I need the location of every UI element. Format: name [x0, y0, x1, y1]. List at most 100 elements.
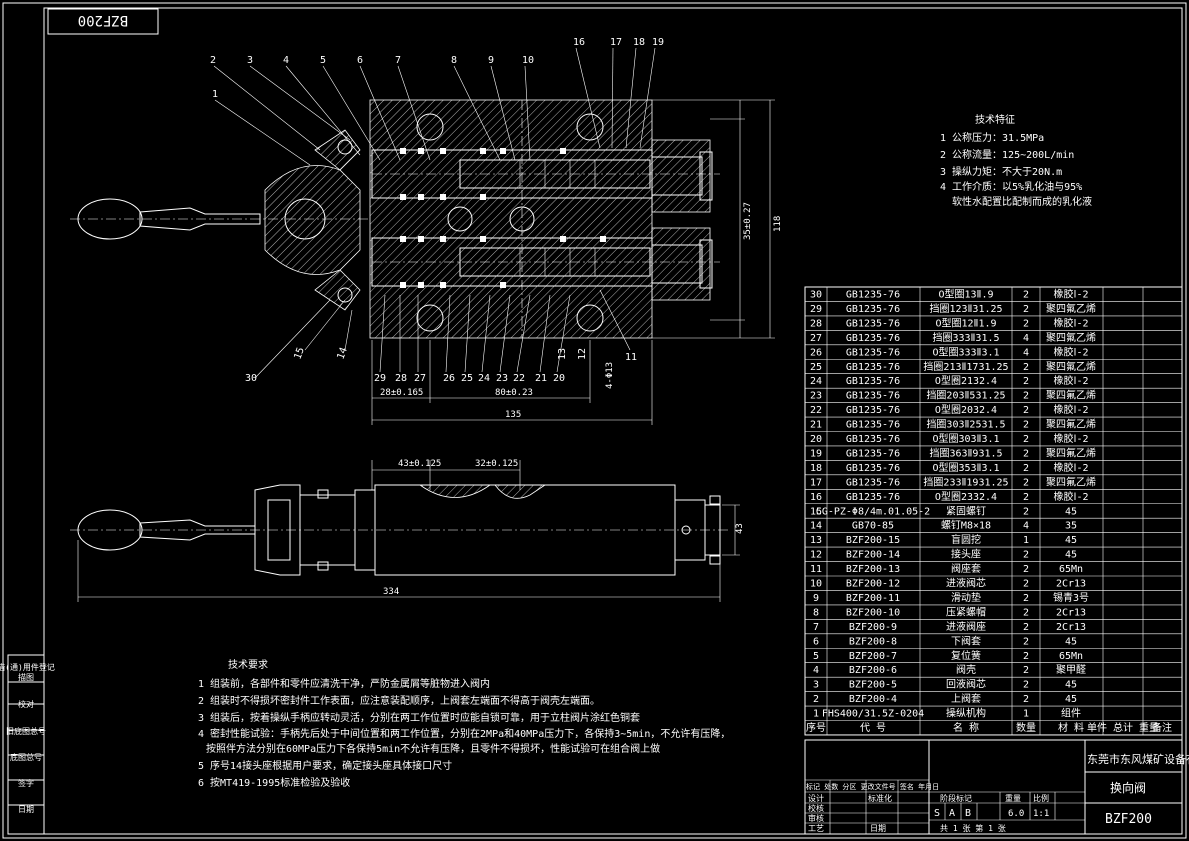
bom-cell: 45 [1065, 550, 1077, 561]
svg-text:2 组装时不得损坏密封件工作表面，应注意装配顺序，上阀套左端: 2 组装时不得损坏密封件工作表面，应注意装配顺序，上阀套左端面不得高于阀壳左端面… [198, 694, 600, 707]
bom-cell: BZF200-14 [846, 550, 900, 561]
bom-cell: BZF200-5 [849, 680, 897, 691]
bom-cell: 1 [1023, 535, 1029, 546]
dimensions-top-view: 43±0.125 32±0.125 43 334 [77, 459, 745, 602]
svg-text:4 工作介质：以5%乳化油与95%: 4 工作介质：以5%乳化油与95% [940, 180, 1082, 193]
svg-text:21: 21 [535, 373, 547, 384]
bom-cell: GB70-85 [852, 521, 894, 532]
svg-text:8: 8 [451, 55, 457, 66]
bom-cell: 聚四氟乙烯 [1046, 389, 1096, 402]
svg-text:3 组装后，按着操纵手柄应转动灵活，分别在两工作位置时应能自: 3 组装后，按着操纵手柄应转动灵活，分别在两工作位置时应能自锁可靠，用于立柱阀片… [198, 711, 640, 724]
bom-cell: 复位簧 [951, 649, 981, 662]
balloons-top: 1 2 3 4 5 6 7 8 9 10 16 17 18 19 [210, 37, 664, 166]
bom-cell: GB1235-76 [846, 391, 900, 402]
bom-header-cell: 材 料 [1058, 721, 1084, 734]
svg-text:软性水配置比配制而成的乳化液: 软性水配置比配制而成的乳化液 [952, 195, 1092, 208]
bom-cell: 橡胶Ⅰ-2 [1054, 432, 1089, 445]
svg-text:校核: 校核 [808, 803, 824, 813]
bom-cell: 挡圈303Ⅱ2531.5 [926, 418, 1005, 431]
bom-cell: 2 [1023, 607, 1029, 618]
bom-cell: GB1235-76 [846, 448, 900, 459]
svg-text:20: 20 [553, 373, 565, 384]
bom-cell: 2 [1023, 477, 1029, 488]
svg-text:旧底图总号: 旧底图总号 [6, 726, 46, 736]
bom-cell: GB1235-76 [846, 492, 900, 503]
bom-cell: O型圈13Ⅱ.9 [938, 288, 993, 301]
svg-text:17: 17 [610, 37, 622, 48]
bom-cell: 30 [810, 290, 822, 301]
svg-text:借(通)用件登记: 借(通)用件登记 [0, 662, 55, 672]
svg-text:4: 4 [283, 55, 289, 66]
bom-cell: 25 [810, 362, 822, 373]
bom-cell: 橡胶Ⅰ-2 [1054, 316, 1089, 329]
bom-cell: 聚四氟乙烯 [1046, 331, 1096, 344]
bom-cell: GB1235-76 [846, 463, 900, 474]
part-name: 换向阀 [1110, 780, 1146, 795]
bom-cell: 26 [810, 347, 822, 358]
bom-cell: 上阀套 [951, 692, 981, 705]
svg-text:描图: 描图 [18, 672, 34, 682]
bom-cell: 28 [810, 318, 822, 329]
svg-text:工艺: 工艺 [808, 824, 824, 833]
bom-cell: 2 [1023, 405, 1029, 416]
bom-cell: 65Mn [1059, 651, 1083, 662]
section-view-main [70, 99, 720, 339]
svg-text:11: 11 [625, 352, 637, 363]
bom-cell: 橡胶Ⅰ-2 [1054, 490, 1089, 503]
bom-cell: 2 [1023, 290, 1029, 301]
bom-cell: 4 [813, 665, 819, 676]
bom-cell: O型圈2332.4 [935, 490, 997, 503]
svg-text:日期: 日期 [870, 824, 886, 833]
bom-cell: 2 [1023, 622, 1029, 633]
bom-cell: FHS400/31.5Z-0204 [822, 709, 924, 720]
svg-text:1:1: 1:1 [1033, 809, 1049, 819]
bom-cell: 23 [810, 391, 822, 402]
bom-cell: 进液阀座 [946, 620, 986, 633]
bom-cell: GB1235-76 [846, 376, 900, 387]
svg-text:5: 5 [320, 55, 326, 66]
bom-cell: 2Cr13 [1056, 607, 1086, 618]
bom-cell: 2 [1023, 665, 1029, 676]
bom-cell: 聚四氟乙烯 [1046, 475, 1096, 488]
bom-cell: CG-PZ-Φ8/4m.01.05-2 [816, 506, 930, 517]
bom-cell: 挡圈203Ⅱ531.25 [926, 389, 1005, 402]
svg-text:13: 13 [557, 348, 568, 360]
svg-text:签字: 签字 [18, 778, 34, 788]
bom-cell: BZF200-8 [849, 636, 897, 647]
bom-header-cell: 序号 [806, 721, 826, 734]
bom-cell: 压紧螺帽 [946, 605, 986, 618]
bom-cell: 2 [1023, 680, 1029, 691]
title-block: 东莞市东风煤矿设备有限公司 换向阀 BZF200 标记 处数 分区 更改文件号 … [804, 739, 1189, 835]
bom-cell: 2 [1023, 391, 1029, 402]
bom-cell: 45 [1065, 535, 1077, 546]
svg-text:12: 12 [577, 348, 588, 360]
bom-cell: 聚甲醛 [1056, 663, 1086, 676]
bom-cell: BZF200-15 [846, 535, 900, 546]
svg-text:B: B [965, 808, 971, 819]
svg-text:设计: 设计 [808, 793, 824, 803]
bom-cell: 进液阀芯 [946, 577, 986, 590]
svg-text:2 公称流量：125~200L/min: 2 公称流量：125~200L/min [940, 148, 1074, 161]
svg-text:43: 43 [735, 523, 745, 534]
bom-cell: GB1235-76 [846, 333, 900, 344]
bom-cell: BZF200-6 [849, 665, 897, 676]
svg-text:25: 25 [461, 373, 473, 384]
svg-text:22: 22 [513, 373, 525, 384]
bom-cell: BZF200-10 [846, 607, 900, 618]
svg-text:14: 14 [335, 346, 349, 361]
bom-header-cell: 代 号 [860, 722, 886, 734]
svg-text:标准化: 标准化 [868, 793, 892, 803]
bom-cell: O型圈12Ⅱ1.9 [935, 316, 996, 329]
svg-text:28: 28 [395, 373, 407, 384]
bom-cell: BZF200-11 [846, 593, 900, 604]
bom-cell: 65Mn [1059, 564, 1083, 575]
bom-cell: 16 [810, 492, 822, 503]
bom-cell: 2 [1023, 434, 1029, 445]
balloons-bottom: 30 15 14 29 28 27 26 25 24 23 22 21 20 1… [245, 289, 637, 384]
